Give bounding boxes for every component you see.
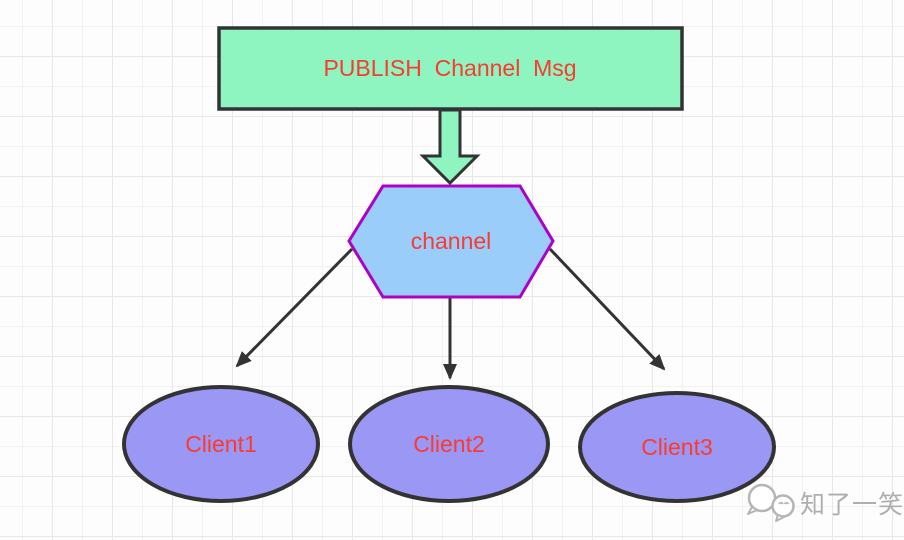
connector-channel-to-client3 <box>548 247 666 371</box>
client2-ellipse <box>348 385 550 503</box>
chat-bubbles-icon <box>747 483 795 522</box>
connector-channel-to-client1 <box>235 247 354 368</box>
watermark: 知了一笑 <box>742 482 904 524</box>
channel-hexagon <box>347 184 555 299</box>
client1-ellipse <box>122 385 320 503</box>
client3-ellipse <box>578 391 776 503</box>
watermark-text: 知了一笑 <box>800 491 904 519</box>
down-block-arrow <box>419 108 481 186</box>
publish-box <box>217 26 684 111</box>
